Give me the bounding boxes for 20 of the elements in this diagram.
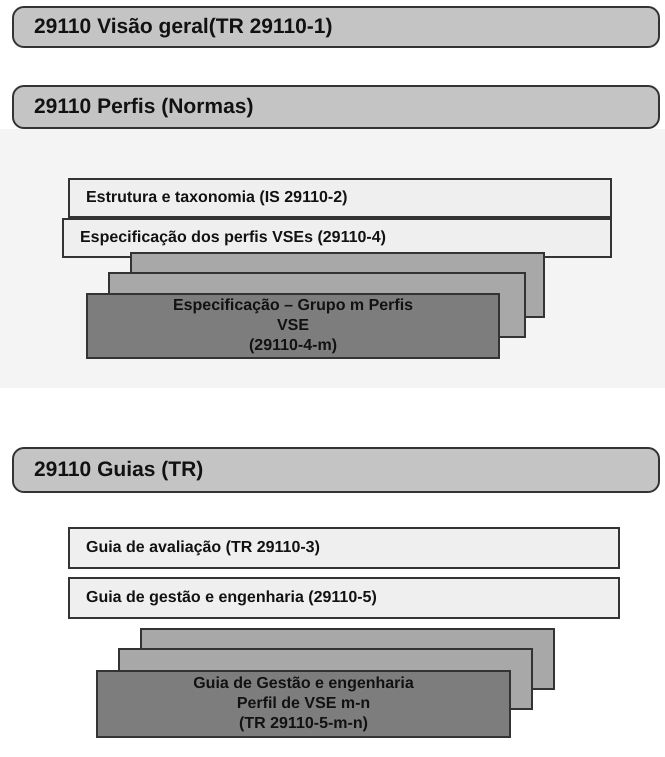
document-stack (86, 252, 545, 359)
section-header (12, 447, 660, 493)
box-text: Guia de Gestão e engenharia (193, 674, 414, 694)
document-box (68, 178, 612, 218)
box-text: Guia de avaliação (TR 29110-3) (86, 538, 320, 558)
document-box (68, 527, 620, 569)
document-box (68, 577, 620, 619)
box-text: 29110 Visão geral(TR 29110-1) (34, 14, 332, 40)
section-header (12, 85, 660, 129)
box-text: Especificação – Grupo m Perfis VSE (172, 296, 414, 336)
box-text: Perfil de VSE m-n (236, 694, 370, 714)
box-text: (TR 29110-5-m-n) (239, 714, 368, 734)
section-header (12, 6, 660, 48)
document-stack (96, 628, 555, 738)
box-text: Especificação dos perfis VSEs (29110-4) (80, 228, 386, 248)
box-text: 29110 Guias (TR) (34, 457, 204, 484)
box-text: (29110-4-m) (248, 336, 338, 356)
box-text: 29110 Perfis (Normas) (34, 94, 254, 120)
box-text: Guia de gestão e engenharia (29110-5) (86, 588, 377, 608)
box-text: Estrutura e taxonomia (IS 29110-2) (86, 188, 348, 208)
